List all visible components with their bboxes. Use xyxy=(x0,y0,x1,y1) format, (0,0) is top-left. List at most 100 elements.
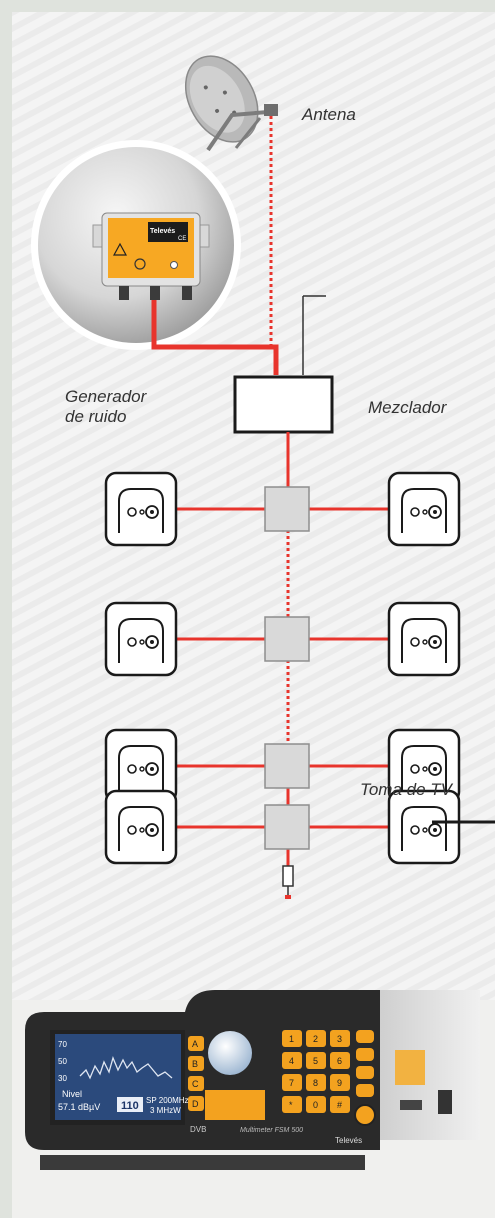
keypad-key xyxy=(306,1052,326,1069)
function-key xyxy=(356,1066,374,1079)
sat-socket-pin xyxy=(433,510,437,514)
sat-socket-pin xyxy=(150,767,154,771)
side-key-label: A xyxy=(192,1039,198,1049)
side-key xyxy=(188,1036,204,1051)
noise-generator-label-line1: Generador xyxy=(65,387,147,406)
side-key xyxy=(188,1076,204,1091)
tv-socket-icon xyxy=(127,637,137,647)
power-button xyxy=(354,1104,376,1126)
keypad-key-label: 5 xyxy=(313,1056,318,1066)
screen-level-value: 57.1 dBµV xyxy=(58,1102,100,1112)
antenna-label: Antena xyxy=(302,105,356,124)
tv-outlet xyxy=(104,789,178,865)
screen-level-label: Nivel xyxy=(62,1089,82,1099)
side-key-label: D xyxy=(192,1099,199,1109)
screen-frequency: SP 200MHz xyxy=(146,1096,189,1105)
tv-socket-icon xyxy=(410,825,420,835)
tv-outlet xyxy=(104,601,178,677)
splitter-box xyxy=(264,804,310,850)
tv-outlet-frame xyxy=(118,488,164,533)
tv-outlet-frame xyxy=(401,618,447,663)
keypad-key-label: # xyxy=(337,1100,342,1110)
noise-generator-label-line2: de ruido xyxy=(65,407,127,426)
radio-socket-icon xyxy=(139,509,145,515)
tv-outlet-label: Toma de TV xyxy=(360,780,452,799)
mixer-box xyxy=(233,375,334,434)
keypad-key xyxy=(306,1096,326,1113)
satellite-dish-icon xyxy=(184,55,278,152)
function-key xyxy=(356,1048,374,1061)
spectrum-trace xyxy=(79,1056,173,1080)
sat-socket-icon xyxy=(145,823,159,837)
keypad-key xyxy=(282,1052,302,1069)
meter-dvb-logo: DVB xyxy=(190,1125,206,1134)
sat-socket-icon xyxy=(145,762,159,776)
tv-outlet-frame xyxy=(118,745,164,790)
sat-socket-icon xyxy=(145,505,159,519)
tv-socket-icon xyxy=(410,764,420,774)
sat-socket-icon xyxy=(428,505,442,519)
keypad-key-label: 3 xyxy=(337,1034,342,1044)
tv-outlet-frame xyxy=(401,488,447,533)
sat-socket-icon xyxy=(428,635,442,649)
keypad-key xyxy=(282,1096,302,1113)
generator-brand: Televés xyxy=(150,228,175,235)
radio-socket-icon xyxy=(422,766,428,772)
terminator-tip xyxy=(285,895,291,899)
keypad-key-label: 1 xyxy=(289,1034,294,1044)
tap-branches xyxy=(104,471,461,865)
radio-socket-icon xyxy=(422,827,428,833)
tv-socket-icon xyxy=(127,825,137,835)
keypad-key-label: 0 xyxy=(313,1100,318,1110)
meter-model: Multimeter FSM 500 xyxy=(240,1127,303,1134)
tv-socket-icon xyxy=(127,507,137,517)
tv-socket-icon xyxy=(410,637,420,647)
keypad-key xyxy=(282,1074,302,1091)
sat-socket-pin xyxy=(433,828,437,832)
splitter-box xyxy=(264,616,310,662)
sat-socket-icon xyxy=(428,823,442,837)
tv-outlet xyxy=(104,471,178,547)
radio-socket-icon xyxy=(139,766,145,772)
keypad-key-label: 9 xyxy=(337,1078,342,1088)
tv-outlet-frame xyxy=(118,618,164,663)
keypad-key-label: 8 xyxy=(313,1078,318,1088)
keypad-key-label: 7 xyxy=(289,1078,294,1088)
screen-tick-label: 30 xyxy=(58,1074,67,1083)
generator-cable xyxy=(151,300,279,375)
sat-socket-pin xyxy=(433,767,437,771)
screen-channel: 110 xyxy=(121,1100,139,1112)
keypad-key xyxy=(282,1030,302,1047)
keypad-key-label: 4 xyxy=(289,1056,294,1066)
noise-generator-image: Televés CE xyxy=(31,140,241,350)
sat-socket-pin xyxy=(433,640,437,644)
tv-socket-icon xyxy=(127,764,137,774)
tv-outlet xyxy=(387,471,461,547)
sat-socket-pin xyxy=(150,640,154,644)
radio-socket-icon xyxy=(139,827,145,833)
sat-socket-pin xyxy=(150,828,154,832)
tv-outlet-frame xyxy=(401,806,447,851)
keypad-key xyxy=(330,1074,350,1091)
tv-outlet xyxy=(387,601,461,677)
terminator xyxy=(282,865,294,887)
keypad-key-label: * xyxy=(289,1100,293,1110)
radio-socket-icon xyxy=(422,639,428,645)
sat-socket-icon xyxy=(428,762,442,776)
side-key xyxy=(188,1096,204,1111)
function-key xyxy=(356,1030,374,1043)
splitter-box xyxy=(264,743,310,789)
radio-socket-icon xyxy=(139,639,145,645)
splitter-box xyxy=(264,486,310,532)
mixer-label: Mezclador xyxy=(368,398,447,417)
generator-ce-mark: CE xyxy=(178,236,186,242)
keypad-key xyxy=(330,1030,350,1047)
keypad-key-label: 2 xyxy=(313,1034,318,1044)
function-key xyxy=(356,1084,374,1097)
tv-outlet-frame xyxy=(118,806,164,851)
meter-brand: Televés xyxy=(335,1136,362,1145)
screen-tick-label: 50 xyxy=(58,1057,67,1066)
